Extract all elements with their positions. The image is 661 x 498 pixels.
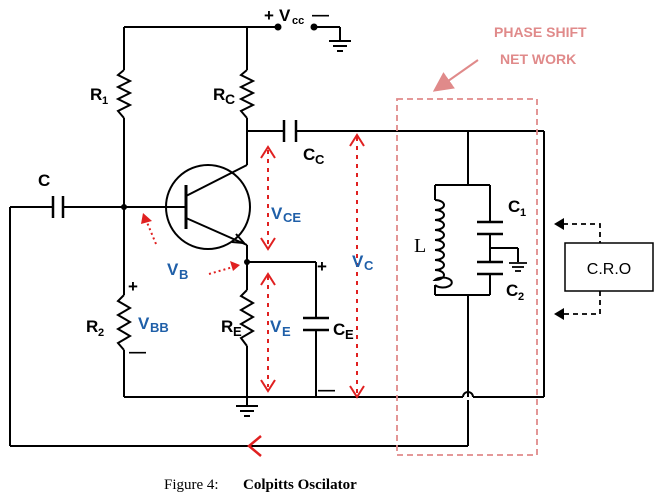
ce-label: C <box>333 320 345 339</box>
phase-shift-label-line1: PHASE SHIFT <box>494 24 587 40</box>
component-labels: PHASE SHIFT NET WORK R 1 R C C C C V CE … <box>38 24 631 399</box>
r1-label: R <box>90 85 102 104</box>
svg-text:—: — <box>318 380 335 399</box>
vce-label: V <box>271 204 283 223</box>
vb-label: V <box>167 260 179 279</box>
svg-text:2: 2 <box>518 291 524 303</box>
resistor-re <box>239 289 255 347</box>
svg-text:CE: CE <box>283 210 301 225</box>
circuit-wires <box>9 26 545 447</box>
phase-shift-box <box>396 59 538 456</box>
svg-text:C: C <box>364 258 374 273</box>
svg-text:1: 1 <box>520 207 526 219</box>
l-label: L <box>414 235 426 257</box>
vc-label: V <box>352 252 364 271</box>
resistor-r2 <box>116 294 132 351</box>
capacitor-cc <box>282 120 298 142</box>
svg-text:C: C <box>315 152 325 167</box>
caption-prefix: Figure 4: <box>164 477 219 493</box>
cc-label: C <box>303 145 315 164</box>
svg-text:C: C <box>225 91 235 107</box>
svg-text:1: 1 <box>102 95 108 107</box>
phase-shift-label-line2: NET WORK <box>500 51 576 67</box>
c1-label: C <box>508 197 520 216</box>
re-label: R <box>221 317 233 336</box>
resistor-r1 <box>115 69 133 119</box>
capacitor-ce <box>303 316 329 332</box>
red-voltage-arrows <box>145 133 365 457</box>
capacitor-c <box>51 196 65 218</box>
svg-text:+: + <box>264 6 274 25</box>
figure-caption: Figure 4: Colpitts Oscilator <box>164 477 357 493</box>
r2-label: R <box>86 317 98 336</box>
vcc-terminal: + V cc — <box>264 5 341 40</box>
ground-symbol-vcc <box>329 40 351 52</box>
svg-text:BB: BB <box>150 320 169 335</box>
junction-dots <box>121 23 282 265</box>
inductor-coil <box>432 199 453 289</box>
capacitor-c1 <box>477 220 503 236</box>
ground-symbol-tank <box>509 262 527 272</box>
svg-text:E: E <box>345 327 354 342</box>
resistor-rc <box>238 69 256 119</box>
svg-text:+: + <box>317 257 327 276</box>
ve-label: V <box>270 317 282 336</box>
ground-symbol-emitter <box>236 397 258 417</box>
vb-arrowheads <box>141 213 240 271</box>
c2-label: C <box>506 281 518 300</box>
svg-text:E: E <box>282 324 291 339</box>
svg-text:—: — <box>129 342 146 361</box>
svg-text:E: E <box>233 324 242 339</box>
c-label: C <box>38 171 50 190</box>
capacitor-c2 <box>477 260 503 276</box>
cro-box <box>564 242 654 292</box>
svg-text:cc: cc <box>292 15 304 27</box>
svg-text:B: B <box>179 267 188 282</box>
rc-label: R <box>213 85 225 104</box>
svg-text:—: — <box>312 5 329 24</box>
svg-text:+: + <box>128 277 138 296</box>
svg-text:V: V <box>279 6 291 25</box>
caption-title: Colpitts Oscilator <box>243 477 357 493</box>
cro-connection <box>554 218 654 320</box>
svg-text:2: 2 <box>98 327 104 339</box>
cro-label: C.R.O <box>587 261 631 278</box>
transistor-npn <box>165 164 251 250</box>
vbb-label: V <box>138 314 150 333</box>
